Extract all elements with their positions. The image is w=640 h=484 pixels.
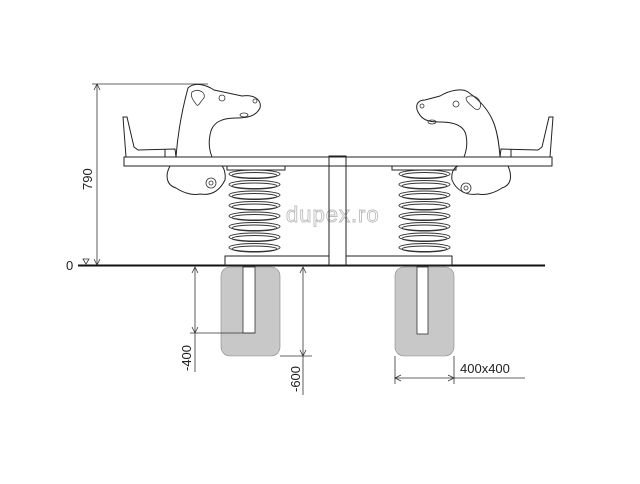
horse-head-left (166, 83, 261, 195)
spring-coil (228, 211, 281, 221)
base-plate-left (224, 255, 330, 266)
spring-coil (231, 214, 278, 221)
spring-coil (401, 172, 448, 179)
spring-coil (401, 235, 448, 242)
spring-top-plate-left (226, 165, 286, 171)
spring-coil (398, 222, 451, 231)
post-depth-label: -400 (179, 345, 194, 371)
foundation-depth-label: -600 (288, 366, 303, 392)
spring-coil (228, 243, 281, 252)
spring-coil (231, 193, 278, 200)
seesaw-beam (123, 156, 553, 167)
seat-right (499, 116, 554, 158)
spring-coil (401, 203, 448, 211)
level-marker-icon (82, 258, 90, 265)
foundation-right (394, 266, 455, 357)
spring-coil (231, 224, 278, 232)
spring-coil (231, 245, 278, 253)
horse-head-right (416, 89, 511, 195)
spring-coil (228, 180, 281, 189)
height-label: 790 (80, 168, 95, 190)
spring-coil (398, 211, 451, 221)
spring-coil (398, 180, 451, 189)
foundation-size-dimension: 400x400 (394, 356, 525, 384)
spring-coil (231, 172, 278, 179)
height-dimension: 790 (80, 83, 208, 266)
spring-top-plate-right (391, 165, 457, 171)
spring-coil (398, 243, 451, 252)
base-plate-right (345, 255, 453, 266)
spring-coil (228, 232, 281, 242)
watermark: dupex.ro (286, 202, 380, 227)
spring-right (398, 169, 451, 253)
spring-coil (231, 235, 278, 242)
spring-coil (401, 193, 448, 200)
spring-coil (228, 222, 281, 231)
ground-level-label: 0 (66, 258, 73, 273)
spring-left (228, 169, 281, 253)
seat-left (122, 116, 177, 158)
spring-coil (401, 182, 448, 190)
foundation-depth-dimension: -600 (280, 266, 312, 395)
spring-coil (231, 182, 278, 190)
spring-coil (398, 232, 451, 242)
post-depth-dimension: -400 (179, 266, 255, 372)
spring-coil (398, 201, 451, 210)
foundation-left (220, 266, 281, 357)
foundation-size-label: 400x400 (460, 361, 510, 376)
spring-coil (401, 245, 448, 253)
spring-coil (401, 224, 448, 232)
spring-coil (228, 201, 281, 210)
spring-coil (401, 214, 448, 221)
spring-coil (231, 203, 278, 211)
spring-coil (398, 190, 451, 200)
spring-coil (228, 190, 281, 200)
